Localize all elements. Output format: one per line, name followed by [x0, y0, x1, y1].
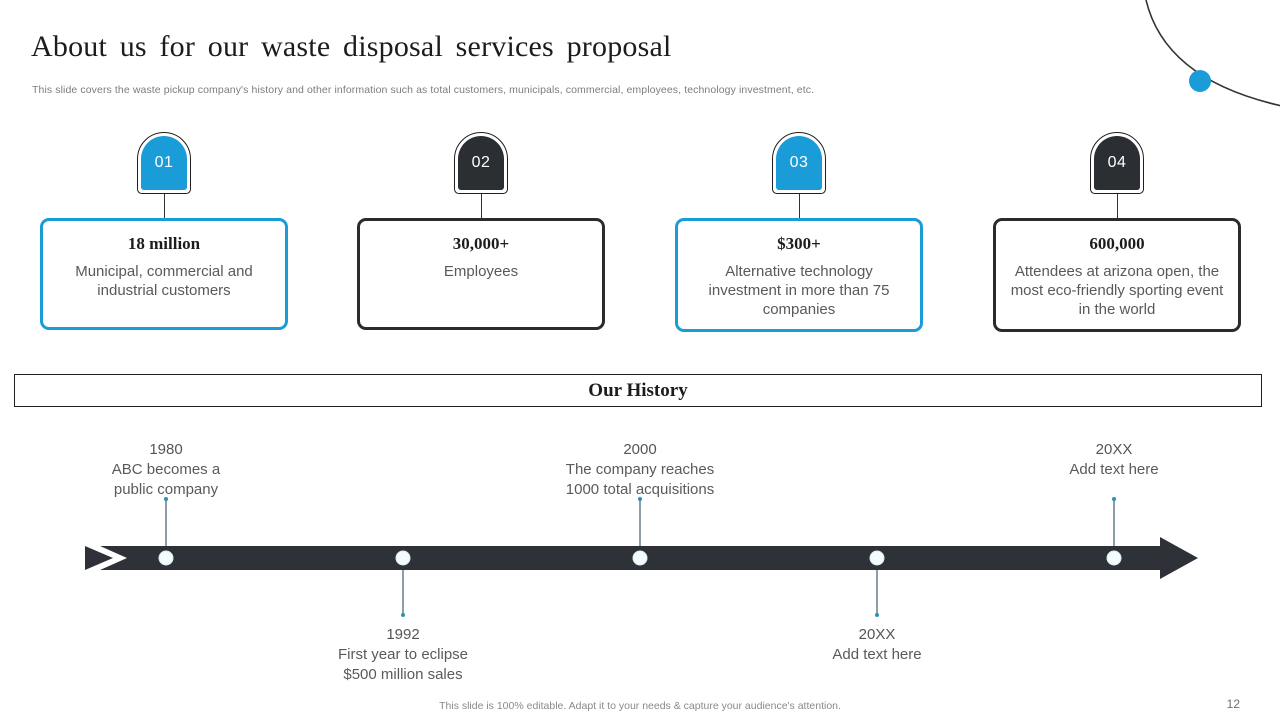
arc-line [1145, 0, 1280, 107]
stat-card-4: 600,000 Attendees at arizona open, the m… [993, 218, 1241, 332]
milestone-year: 1980 [149, 441, 183, 458]
stat-description: Attendees at arizona open, the most eco-… [1010, 263, 1224, 318]
stat-card-2: 30,000+ Employees [357, 218, 605, 330]
footer-note: This slide is 100% editable. Adapt it to… [439, 700, 841, 712]
milestone-connector-tip [638, 497, 642, 501]
milestone-connector-tip [164, 497, 168, 501]
decorative-arc [1145, 0, 1280, 107]
stat-column-3: 03 $300+ Alternative technology investme… [675, 132, 923, 332]
timeline-graphic [85, 497, 1198, 617]
number-badge-04-label: 04 [1094, 136, 1140, 190]
milestone-label-20xx: 20XX Add text here [767, 625, 987, 665]
milestone-text-line: $500 million sales [343, 666, 463, 683]
milestone-text-line: Add text here [832, 646, 922, 663]
milestone-year: 2000 [623, 441, 657, 458]
timeline-dot [158, 550, 174, 566]
number-badge-03-label: 03 [776, 136, 822, 190]
milestone-connector-tip [401, 613, 405, 617]
milestone-connector-tip [875, 613, 879, 617]
stat-description: Municipal, commercial and industrial cus… [75, 263, 253, 299]
timeline-dot [395, 550, 411, 566]
page-subtitle: This slide covers the waste pickup compa… [32, 84, 815, 96]
timeline-left-chevron [85, 546, 113, 570]
timeline-dot [869, 550, 885, 566]
timeline-dot [632, 550, 648, 566]
stat-card-1: 18 million Municipal, commercial and ind… [40, 218, 288, 330]
milestone-year: 20XX [858, 626, 896, 643]
number-badge-02-label: 02 [458, 136, 504, 190]
milestone-text-line: ABC becomes a [111, 461, 221, 478]
number-badge-01: 01 [137, 132, 191, 194]
arc-dot [1189, 70, 1211, 92]
page-title: About us for our waste disposal services… [31, 30, 672, 63]
number-badge-02: 02 [454, 132, 508, 194]
number-badge-01-label: 01 [141, 136, 187, 190]
number-badge-03: 03 [772, 132, 826, 194]
stat-value: 30,000+ [452, 234, 510, 253]
milestone-text-line: First year to eclipse [337, 646, 469, 663]
number-badge-04: 04 [1090, 132, 1144, 194]
milestone-text-line: The company reaches [565, 461, 715, 478]
badge-connector [480, 194, 482, 218]
badge-connector [1116, 194, 1118, 218]
stat-value: $300+ [777, 234, 821, 253]
milestone-text-line: public company [113, 481, 219, 498]
page-number: 12 [1226, 697, 1240, 711]
milestone-year: 1992 [386, 626, 420, 643]
history-banner: Our History [14, 374, 1262, 407]
stat-description: Alternative technology investment in mor… [708, 263, 890, 318]
milestone-text-line: 1000 total acquisitions [565, 481, 715, 498]
history-heading: Our History [588, 379, 688, 401]
stat-value: 18 million [127, 234, 201, 253]
stat-column-2: 02 30,000+ Employees [357, 132, 605, 330]
milestone-connector-tip [1112, 497, 1116, 501]
stat-column-1: 01 18 million Municipal, commercial and … [40, 132, 288, 330]
milestone-text-line: Add text here [1069, 461, 1159, 478]
milestone-year: 20XX [1095, 441, 1133, 458]
stat-column-4: 04 600,000 Attendees at arizona open, th… [993, 132, 1241, 332]
badge-connector [163, 194, 165, 218]
timeline-dot [1106, 550, 1122, 566]
timeline-arrow-bar [100, 537, 1198, 579]
milestone-label-20xx: 20XX Add text here [1004, 440, 1224, 480]
stat-value: 600,000 [1089, 234, 1145, 253]
timeline-milestone-marks [158, 497, 1122, 617]
stat-description: Employees [443, 263, 519, 280]
badge-connector [798, 194, 800, 218]
stat-card-3: $300+ Alternative technology investment … [675, 218, 923, 332]
